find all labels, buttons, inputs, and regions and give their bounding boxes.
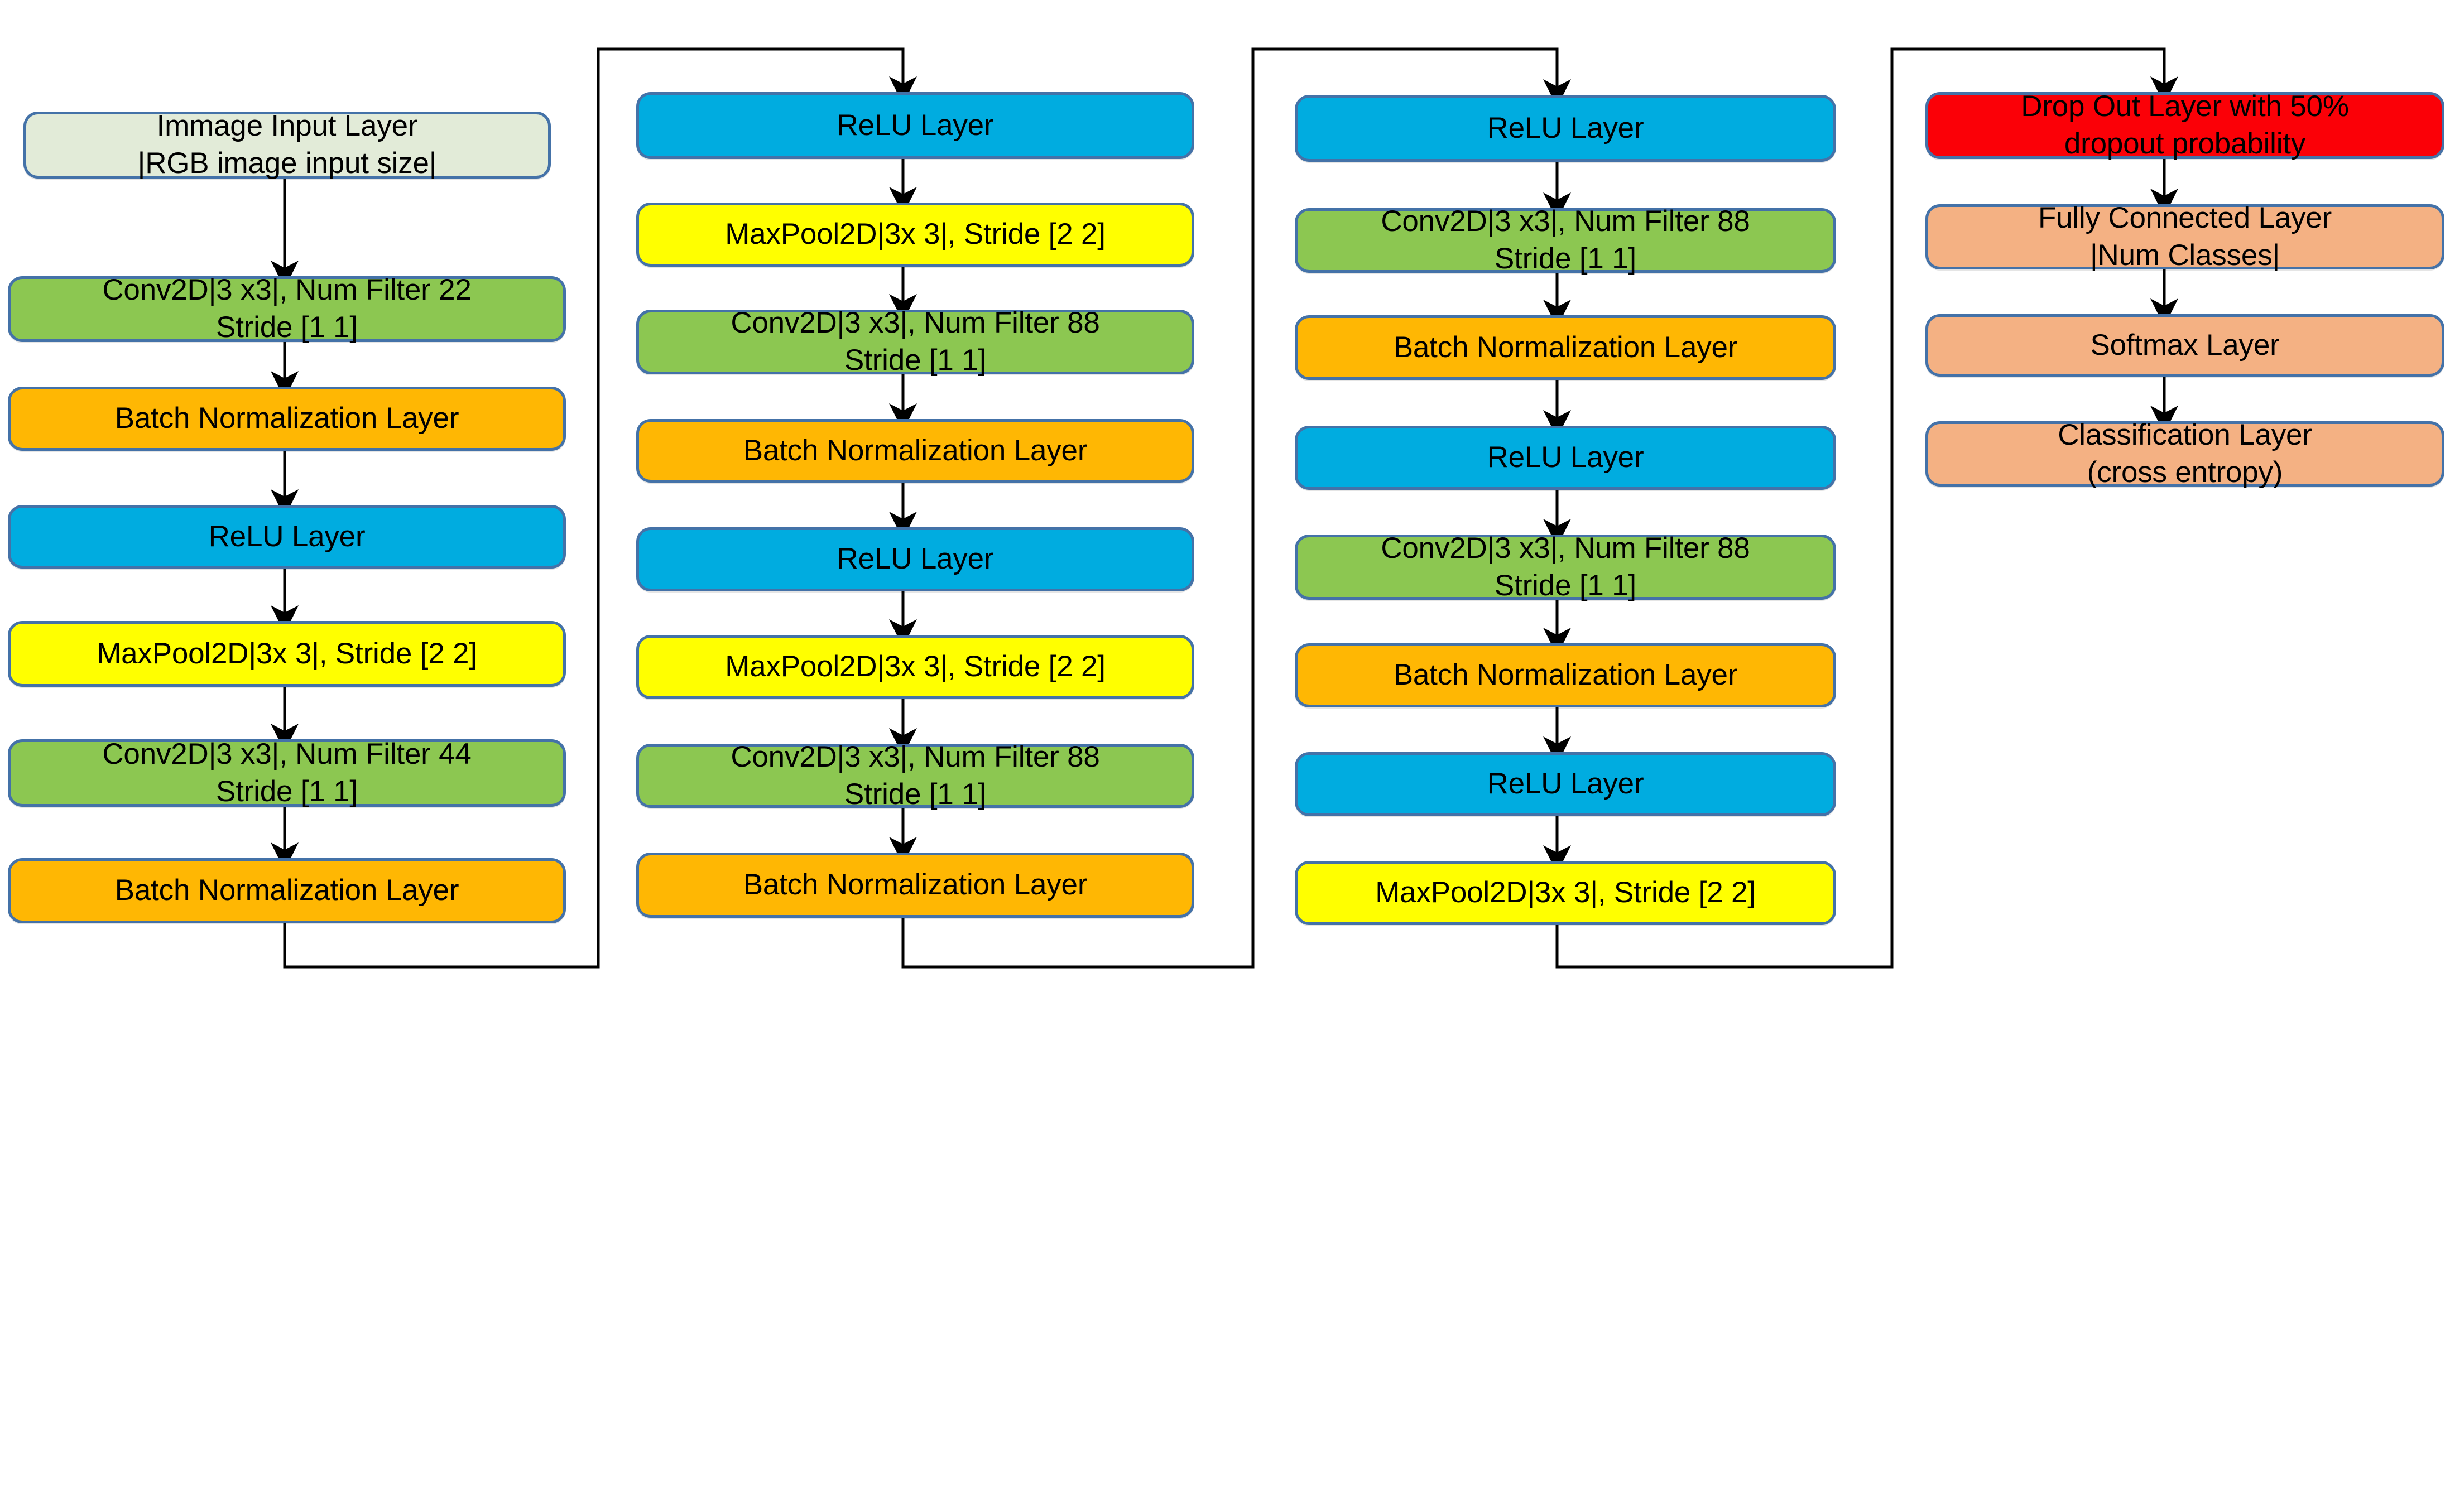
node-line: Batch Normalization Layer (114, 402, 459, 435)
node-line: Batch Normalization Layer (743, 434, 1088, 467)
node-line: MaxPool2D|3x 3|, Stride [2 2] (1375, 876, 1756, 909)
node-line: Conv2D|3 x3|, Num Filter 88 (731, 306, 1100, 340)
node-relu-3[interactable]: ReLU Layer (636, 527, 1194, 591)
node-line: Conv2D|3 x3|, Num Filter 88 (731, 740, 1100, 773)
node-dropout-layer[interactable]: Drop Out Layer with 50% dropout probabil… (1925, 90, 2444, 160)
node-image-input-layer[interactable]: Immage Input Layer |RGB image input size… (23, 109, 551, 180)
node-classification-layer[interactable]: Classification Layer (cross entropy) (1925, 418, 2444, 489)
node-conv-88-b[interactable]: Conv2D|3 x3|, Num Filter 88 Stride [1 1] (636, 740, 1194, 811)
node-line: Batch Normalization Layer (743, 868, 1088, 902)
node-batchnorm-2[interactable]: Batch Normalization Layer (8, 858, 566, 923)
node-line: ReLU Layer (208, 519, 366, 553)
node-batchnorm-6[interactable]: Batch Normalization Layer (1295, 643, 1836, 707)
node-maxpool-1[interactable]: MaxPool2D|3x 3|, Stride [2 2] (8, 621, 566, 687)
node-line: Batch Normalization Layer (1393, 658, 1738, 692)
node-batchnorm-1[interactable]: Batch Normalization Layer (8, 387, 566, 451)
node-line: Conv2D|3 x3|, Num Filter 88 (1381, 531, 1750, 565)
node-line: ReLU Layer (1487, 767, 1644, 801)
node-line: Immage Input Layer (156, 109, 418, 143)
node-batchnorm-3[interactable]: Batch Normalization Layer (636, 419, 1194, 483)
node-relu-4[interactable]: ReLU Layer (1295, 95, 1836, 162)
node-maxpool-3[interactable]: MaxPool2D|3x 3|, Stride [2 2] (636, 635, 1194, 699)
node-line: Stride [1 1] (1495, 569, 1636, 602)
node-line: MaxPool2D|3x 3|, Stride [2 2] (725, 218, 1106, 251)
wire-col3-to-col4 (1555, 47, 2178, 969)
node-line: Batch Normalization Layer (114, 874, 459, 907)
node-relu-1[interactable]: ReLU Layer (8, 505, 566, 569)
node-maxpool-4[interactable]: MaxPool2D|3x 3|, Stride [2 2] (1295, 861, 1836, 925)
node-line: |Num Classes| (2089, 238, 2280, 272)
node-line: dropout probability (2064, 127, 2306, 160)
node-line: Conv2D|3 x3|, Num Filter 44 (102, 737, 472, 771)
wire-col2-to-col3 (901, 47, 1571, 969)
node-line: Drop Out Layer with 50% (2021, 90, 2349, 123)
node-maxpool-2[interactable]: MaxPool2D|3x 3|, Stride [2 2] (636, 203, 1194, 267)
node-conv-88-c[interactable]: Conv2D|3 x3|, Num Filter 88 Stride [1 1] (1295, 205, 1836, 275)
node-line: ReLU Layer (837, 108, 994, 142)
node-batchnorm-4[interactable]: Batch Normalization Layer (636, 853, 1194, 918)
wire-col1-to-col2 (283, 47, 917, 969)
node-conv-44[interactable]: Conv2D|3 x3|, Num Filter 44 Stride [1 1] (8, 737, 566, 808)
node-line: Conv2D|3 x3|, Num Filter 88 (1381, 205, 1750, 238)
node-line: ReLU Layer (837, 542, 994, 576)
node-line: Batch Normalization Layer (1393, 330, 1738, 364)
node-line: Conv2D|3 x3|, Num Filter 22 (102, 273, 472, 307)
node-conv-88-d[interactable]: Conv2D|3 x3|, Num Filter 88 Stride [1 1] (1295, 532, 1836, 602)
node-line: Stride [1 1] (1495, 242, 1636, 275)
node-line: Stride [1 1] (216, 311, 358, 344)
node-line: Softmax Layer (2090, 328, 2280, 362)
node-line: Classification Layer (2058, 418, 2312, 451)
node-line: (cross entropy) (2087, 455, 2283, 489)
node-line: ReLU Layer (1487, 111, 1644, 145)
node-line: Stride [1 1] (844, 344, 986, 377)
node-fully-connected-layer[interactable]: Fully Connected Layer |Num Classes| (1925, 201, 2444, 272)
node-relu-5[interactable]: ReLU Layer (1295, 426, 1836, 490)
node-line: MaxPool2D|3x 3|, Stride [2 2] (725, 650, 1106, 683)
node-line: Stride [1 1] (216, 774, 358, 808)
node-conv-88-a[interactable]: Conv2D|3 x3|, Num Filter 88 Stride [1 1] (636, 306, 1194, 377)
node-conv-22[interactable]: Conv2D|3 x3|, Num Filter 22 Stride [1 1] (8, 273, 566, 344)
node-line: |RGB image input size| (137, 147, 437, 180)
node-line: Fully Connected Layer (2038, 201, 2332, 234)
node-line: Stride [1 1] (844, 777, 986, 811)
node-line: ReLU Layer (1487, 441, 1644, 474)
node-line: MaxPool2D|3x 3|, Stride [2 2] (97, 637, 477, 670)
node-relu-2[interactable]: ReLU Layer (636, 92, 1194, 159)
node-softmax-layer[interactable]: Softmax Layer (1925, 314, 2444, 377)
node-batchnorm-5[interactable]: Batch Normalization Layer (1295, 315, 1836, 380)
node-relu-6[interactable]: ReLU Layer (1295, 752, 1836, 816)
